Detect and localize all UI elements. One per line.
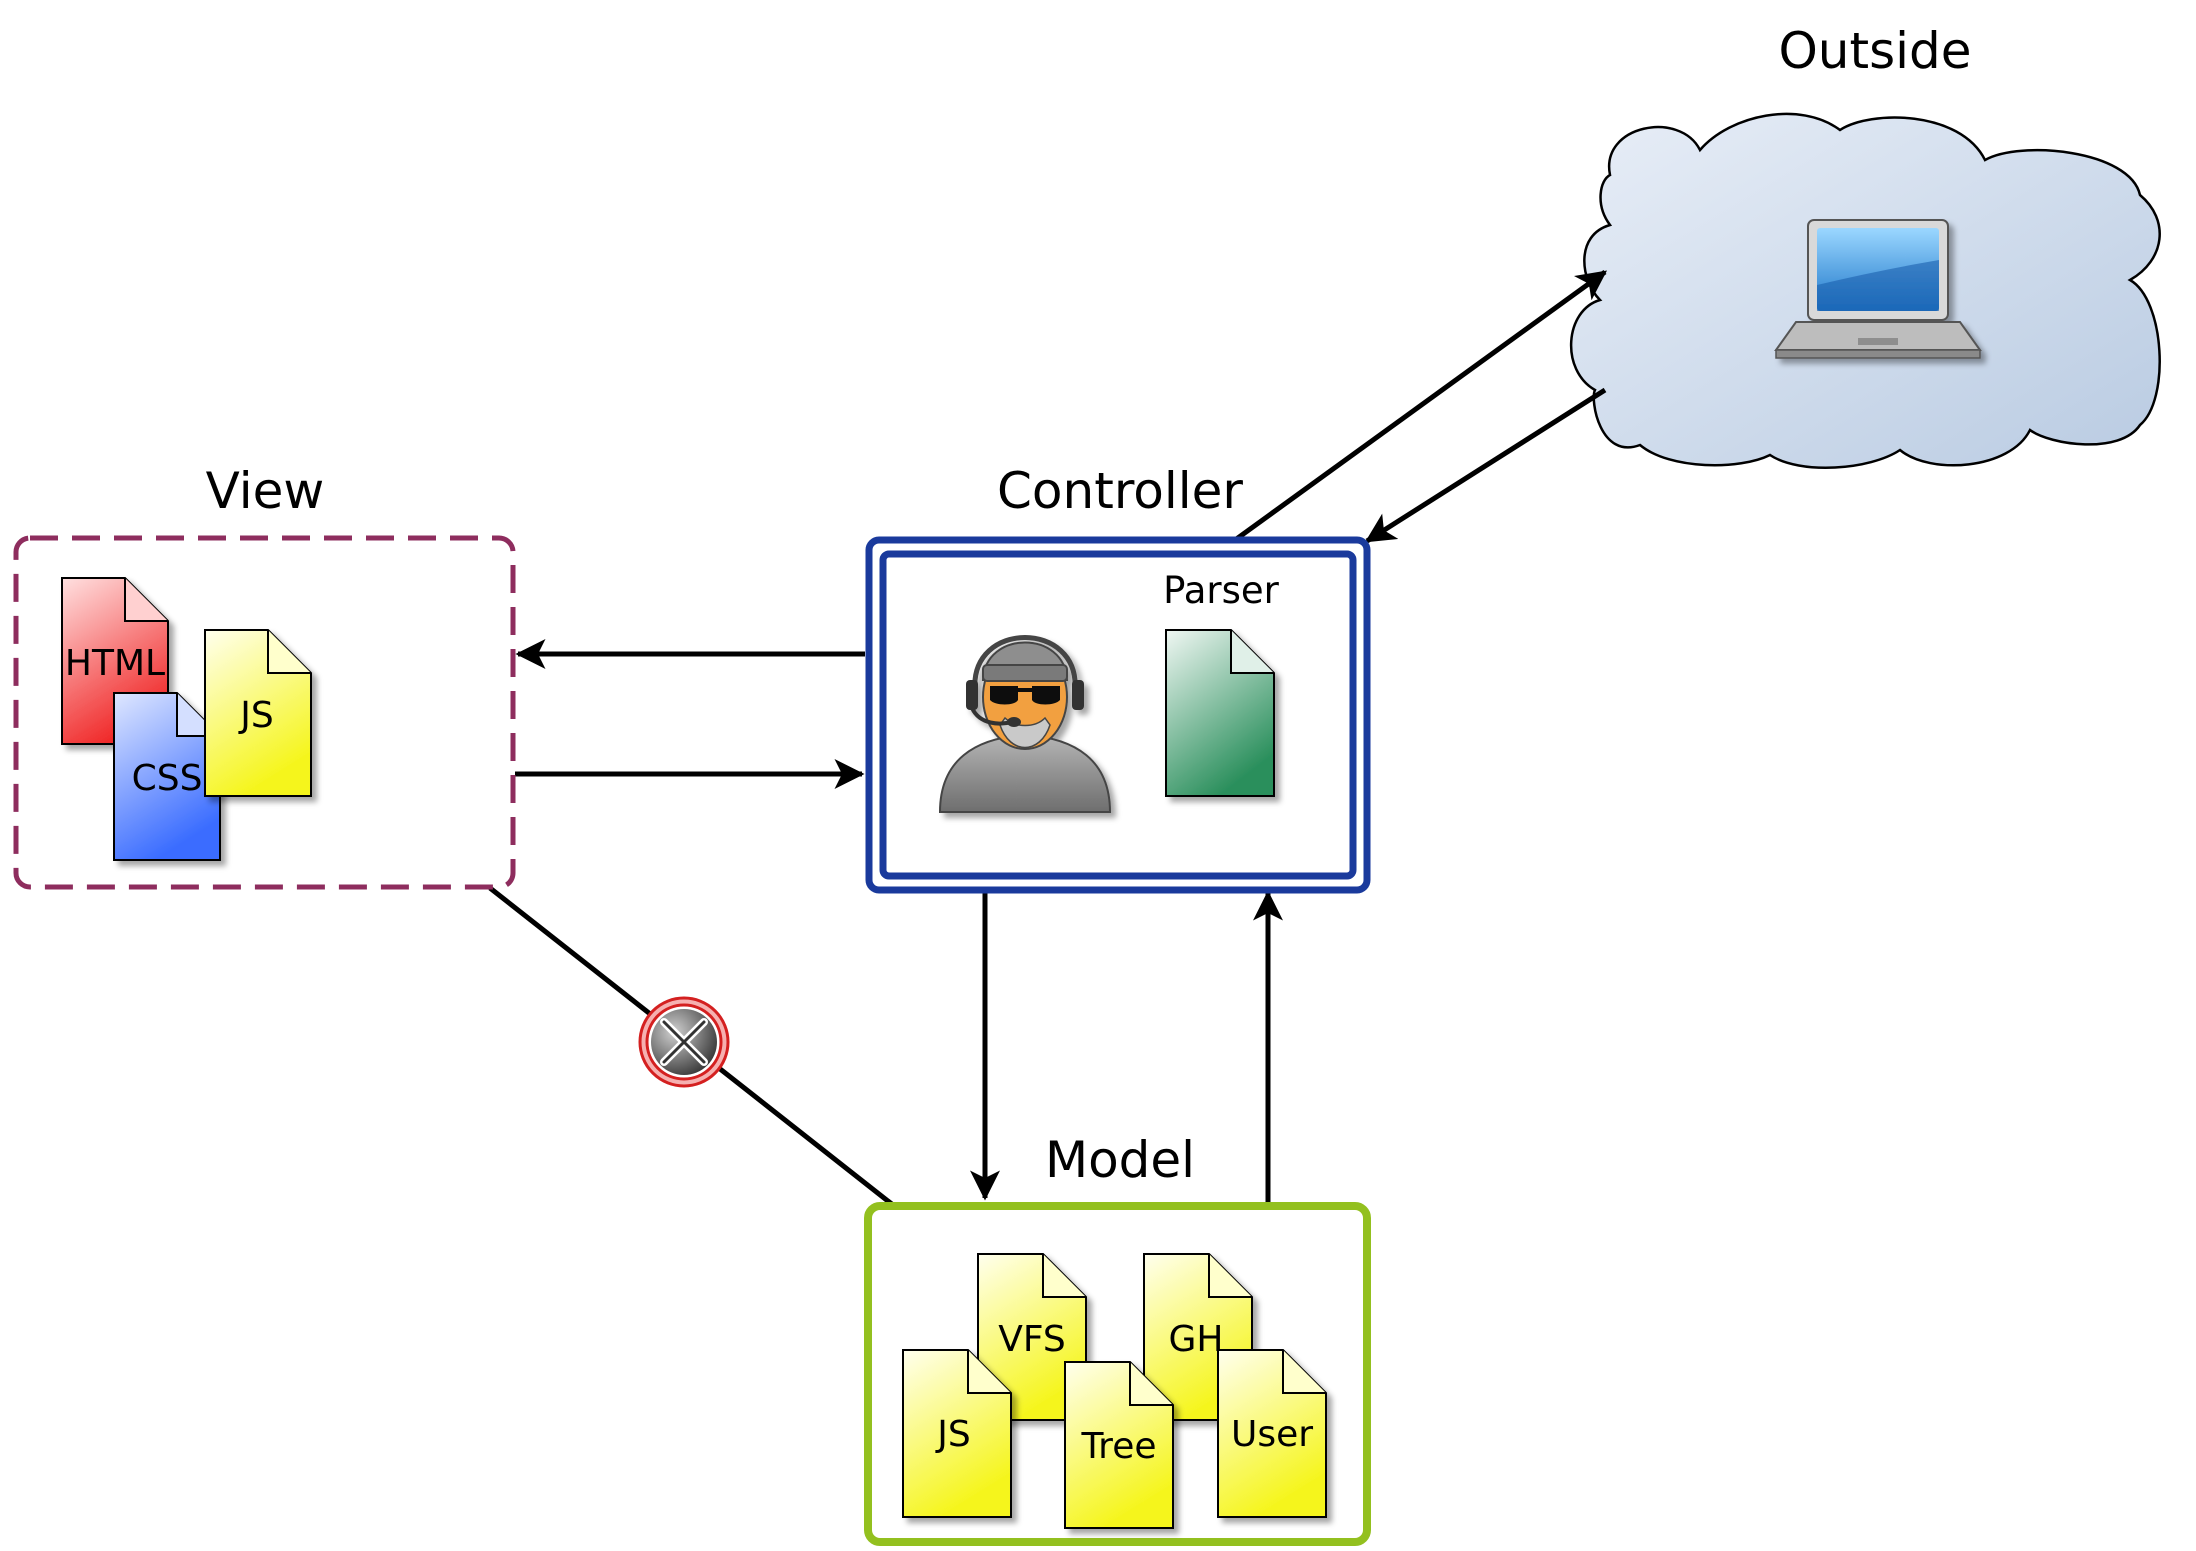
model-file-tree-label: Tree	[1080, 1426, 1156, 1467]
controller-box	[865, 536, 1371, 894]
laptop-icon	[1774, 219, 1982, 359]
parser-file-icon	[1165, 629, 1275, 797]
view-title: View	[206, 462, 325, 520]
model-file-gh-label: GH	[1169, 1319, 1224, 1360]
view-file-css	[113, 692, 221, 861]
view-file-js-label: JS	[238, 695, 273, 736]
arrow-controller-to-outside	[1233, 269, 1608, 543]
model-file-vfs	[977, 1253, 1087, 1421]
model-file-user-label: User	[1231, 1414, 1313, 1455]
blocked-x-icon	[638, 996, 730, 1088]
controller-title: Controller	[997, 462, 1243, 520]
outside-title: Outside	[1778, 22, 1971, 80]
model-file-js-label: JS	[935, 1414, 970, 1455]
parser-label: Parser	[1163, 569, 1280, 612]
model-file-vfs-label: VFS	[998, 1319, 1066, 1360]
operator-headset-icon	[938, 635, 1112, 813]
model-file-user	[1217, 1349, 1327, 1518]
arrow-outside-to-controller	[1364, 387, 1607, 544]
view-file-js	[204, 629, 312, 797]
model-file-tree	[1064, 1361, 1174, 1529]
view-file-css-label: CSS	[132, 758, 203, 799]
controller-inner-box	[879, 550, 1357, 880]
view-file-html-label: HTML	[65, 643, 165, 684]
model-title: Model	[1045, 1131, 1195, 1189]
model-file-js	[902, 1349, 1012, 1518]
